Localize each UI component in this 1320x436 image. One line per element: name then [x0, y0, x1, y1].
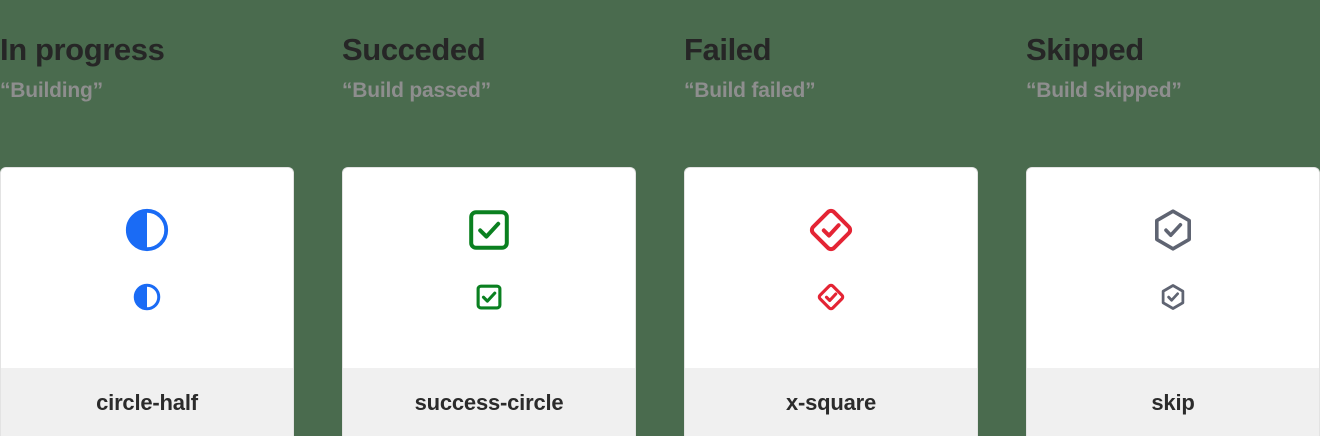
icon-preview-area — [1027, 168, 1319, 368]
column-subtitle: “Build passed” — [342, 78, 491, 102]
x-square-icon-large — [809, 208, 853, 252]
icon-name-label: x-square — [785, 390, 877, 415]
status-column-in-progress: In progress “Building” circle-half — [0, 0, 294, 436]
column-title: Failed — [684, 32, 772, 67]
status-column-failed: Failed “Build failed” x-square — [684, 0, 978, 436]
column-header: Skipped “Build skipped” — [1026, 0, 1320, 167]
x-square-icon-small — [817, 283, 845, 311]
column-title: In progress — [0, 32, 165, 67]
icon-card-circle-half[interactable]: circle-half — [0, 167, 294, 436]
skip-icon-small — [1161, 284, 1185, 310]
circle-half-icon-large — [125, 208, 169, 252]
icon-card-x-square[interactable]: x-square — [684, 167, 978, 436]
icon-preview-area — [343, 168, 635, 368]
success-circle-icon-small — [476, 284, 502, 310]
icon-card-success-circle[interactable]: success-circle — [342, 167, 636, 436]
status-column-skipped: Skipped “Build skipped” skip — [1026, 0, 1320, 436]
column-title: Skipped — [1026, 32, 1144, 67]
circle-half-icon-small — [133, 283, 161, 311]
icon-name-label: success-circle — [414, 390, 564, 415]
icon-card-skip[interactable]: skip — [1026, 167, 1320, 436]
icon-preview-area — [685, 168, 977, 368]
icon-card-footer: skip — [1027, 368, 1319, 436]
column-subtitle: “Building” — [0, 78, 103, 102]
icon-card-footer: circle-half — [1, 368, 293, 436]
icon-name-label: circle-half — [96, 390, 198, 415]
column-header: In progress “Building” — [0, 0, 294, 167]
icon-name-label: skip — [1151, 390, 1195, 415]
column-subtitle: “Build skipped” — [1026, 78, 1182, 102]
column-header: Succeded “Build passed” — [342, 0, 636, 167]
column-subtitle: “Build failed” — [684, 78, 816, 102]
icon-card-footer: success-circle — [343, 368, 635, 436]
success-circle-icon-large — [469, 210, 509, 250]
icon-card-footer: x-square — [685, 368, 977, 436]
icon-preview-area — [1, 168, 293, 368]
status-column-succeded: Succeded “Build passed” success-circle — [342, 0, 636, 436]
skip-icon-large — [1155, 209, 1191, 251]
column-title: Succeded — [342, 32, 486, 67]
column-header: Failed “Build failed” — [684, 0, 978, 167]
